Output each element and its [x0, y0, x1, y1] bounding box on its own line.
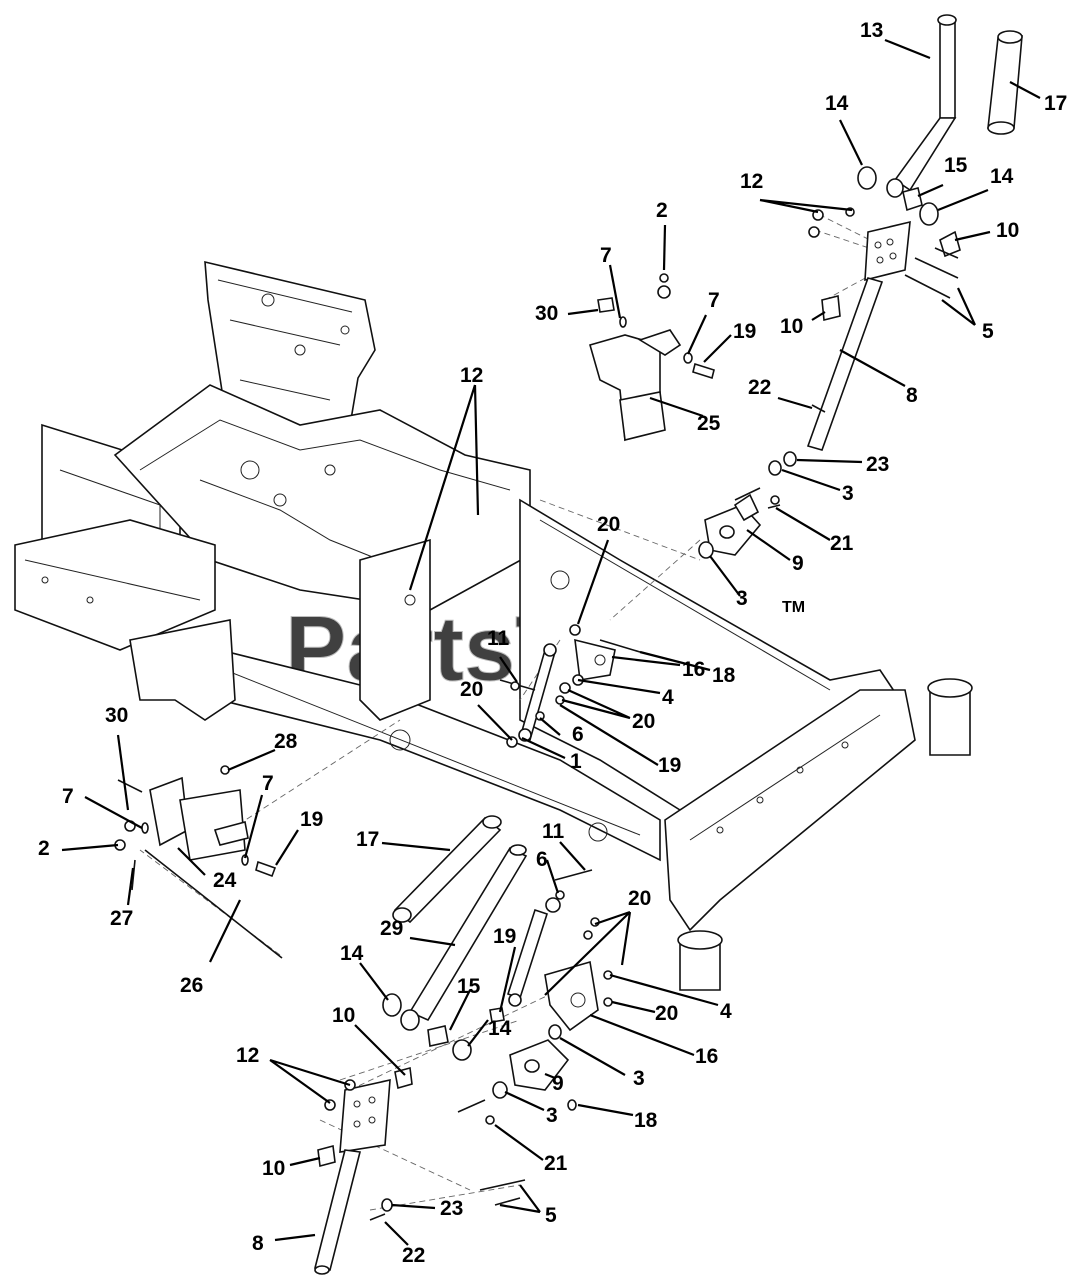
bracket-24-assembly: [114, 765, 283, 959]
callout-18: 18: [712, 664, 736, 687]
callout-7: 7: [62, 785, 74, 808]
callout-22: 22: [402, 1244, 425, 1267]
callout-17: 17: [356, 828, 379, 851]
callout-25: 25: [697, 412, 721, 435]
callout-26: 26: [180, 974, 203, 997]
callout-9: 9: [552, 1072, 564, 1095]
callout-19: 19: [300, 808, 323, 831]
callout-21: 21: [830, 532, 854, 555]
callout-12: 12: [740, 170, 763, 193]
callout-15: 15: [457, 975, 481, 998]
control-plate-lower: [339, 1078, 391, 1153]
callout-8: 8: [252, 1232, 264, 1255]
callout-5: 5: [982, 320, 994, 343]
callout-24: 24: [213, 869, 237, 892]
callout-2: 2: [38, 837, 50, 860]
callout-5: 5: [545, 1204, 557, 1227]
callout-19: 19: [658, 754, 681, 777]
callout-9: 9: [792, 552, 804, 575]
lever-13-handle: [939, 21, 956, 119]
callout-6: 6: [572, 723, 584, 746]
callout-20: 20: [628, 887, 651, 910]
callout-10: 10: [780, 315, 803, 338]
leader-lines: [61, 38, 1041, 1246]
frame-chassis: [14, 260, 973, 991]
callout-1: 1: [570, 750, 582, 773]
grip-17: [987, 35, 1023, 129]
callout-7: 7: [600, 244, 612, 267]
callout-13: 13: [860, 19, 883, 42]
callout-11: 11: [487, 627, 510, 650]
callout-22: 22: [748, 376, 771, 399]
callout-20: 20: [655, 1002, 678, 1025]
callout-3: 3: [736, 587, 748, 610]
callout-15: 15: [944, 154, 968, 177]
bracket-25-assembly: [589, 273, 715, 442]
callout-14: 14: [990, 165, 1014, 188]
callout-10: 10: [996, 219, 1019, 242]
callout-17: 17: [1044, 92, 1067, 115]
callout-2: 2: [656, 199, 668, 222]
lever-29: [408, 846, 528, 1022]
callout-30: 30: [105, 704, 128, 727]
callout-labels: 13 17 14 15 14 12 10 2 7 30 7 19 10 5 12…: [38, 19, 1067, 1267]
callout-10: 10: [332, 1004, 355, 1027]
callout-23: 23: [866, 453, 889, 476]
lower-control-lever-assembly: [314, 815, 613, 1275]
callout-12: 12: [460, 364, 483, 387]
upper-control-lever-assembly: [698, 14, 1023, 559]
callout-3: 3: [633, 1067, 645, 1090]
callout-27: 27: [110, 907, 133, 930]
callout-28: 28: [274, 730, 298, 753]
callout-19: 19: [733, 320, 756, 343]
callout-20: 20: [597, 513, 620, 536]
callout-18: 18: [634, 1109, 658, 1132]
callout-19: 19: [493, 925, 516, 948]
callout-14: 14: [488, 1017, 512, 1040]
watermark-trademark: TM: [782, 599, 805, 616]
callout-3: 3: [842, 482, 854, 505]
callout-3: 3: [546, 1104, 558, 1127]
callout-20: 20: [460, 678, 483, 701]
callout-7: 7: [262, 772, 274, 795]
callout-6: 6: [536, 848, 548, 871]
control-plate: [864, 220, 911, 282]
callout-16: 16: [695, 1045, 718, 1068]
callout-30: 30: [535, 302, 558, 325]
callout-7: 7: [708, 289, 720, 312]
callout-14: 14: [825, 92, 849, 115]
callout-12: 12: [236, 1044, 259, 1067]
arm-8-upper: [806, 277, 884, 451]
callout-8: 8: [906, 384, 918, 407]
callout-4: 4: [720, 1000, 732, 1023]
callout-20: 20: [632, 710, 655, 733]
callout-11: 11: [542, 820, 565, 843]
callout-21: 21: [544, 1152, 568, 1175]
callout-10: 10: [262, 1157, 285, 1180]
callout-14: 14: [340, 942, 364, 965]
callout-23: 23: [440, 1197, 463, 1220]
arm-8-lower: [314, 1149, 361, 1271]
callout-29: 29: [380, 917, 403, 940]
callout-16: 16: [682, 658, 705, 681]
callout-4: 4: [662, 686, 674, 709]
